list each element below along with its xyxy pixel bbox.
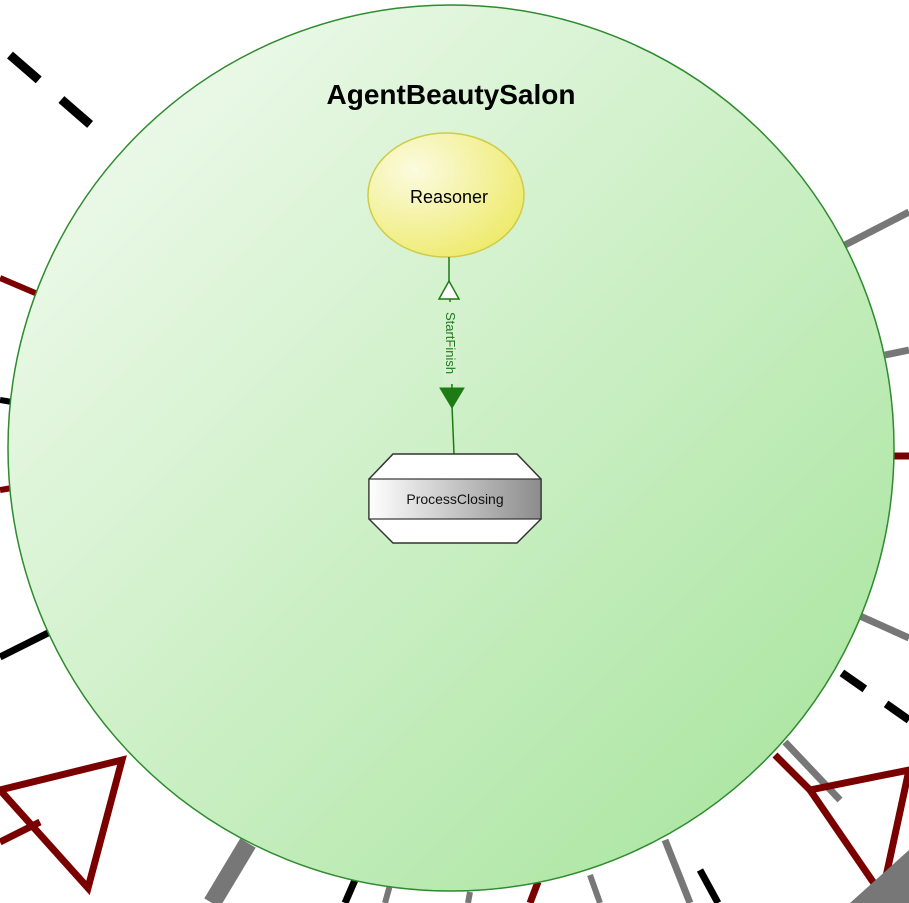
agent-node[interactable]: AgentBeautySalon (7, 4, 895, 892)
connector-left-red-top (0, 275, 42, 298)
connector-left-red-shaft (0, 818, 42, 846)
edge-line-lower (451, 405, 455, 455)
reasoner-ellipse[interactable] (367, 132, 525, 258)
process-closing-band (368, 478, 542, 520)
connector-bottom-red (526, 880, 542, 903)
connector-top-left-dashed (7, 51, 103, 137)
reasoner-label: Reasoner (410, 187, 488, 207)
connector-bottom-black (341, 878, 359, 903)
connector-bottom-gray-3 (587, 873, 603, 903)
connector-right-red-arrowhead (804, 766, 909, 903)
connector-bottom-gray-4 (661, 838, 694, 903)
external-connectors (0, 51, 909, 903)
edge-open-arrow-head (437, 279, 461, 300)
connector-right-gray-arrow-fill (850, 850, 909, 903)
agent-title: AgentBeautySalon (327, 79, 576, 110)
connector-right-red-shaft (772, 752, 813, 793)
connector-right-gray-3 (858, 612, 909, 642)
edge-label-bg (443, 302, 459, 384)
connector-bottom-gray-2 (465, 891, 473, 903)
process-closing-node[interactable]: ProcessClosing (368, 453, 542, 544)
connector-right-black-dashed (832, 664, 909, 724)
edge-startfinish[interactable]: StartFinish (437, 257, 465, 455)
edge-filled-arrow-head (439, 387, 465, 409)
connector-right-gray-2 (884, 346, 909, 359)
connector-right-gray-4 (782, 739, 843, 803)
process-closing-label: ProcessClosing (406, 491, 503, 507)
connector-bottom-black-2 (696, 868, 722, 903)
connector-bottom-gray-thick (204, 838, 256, 903)
connector-left-black-low (0, 628, 52, 661)
connector-right-gray-top (843, 208, 909, 249)
reasoner-node[interactable]: Reasoner (367, 132, 525, 258)
edge-label: StartFinish (443, 312, 458, 374)
agent-boundary[interactable] (7, 4, 895, 892)
connector-left-red-arrowhead (0, 755, 127, 896)
connector-bottom-gray-1 (382, 884, 393, 903)
